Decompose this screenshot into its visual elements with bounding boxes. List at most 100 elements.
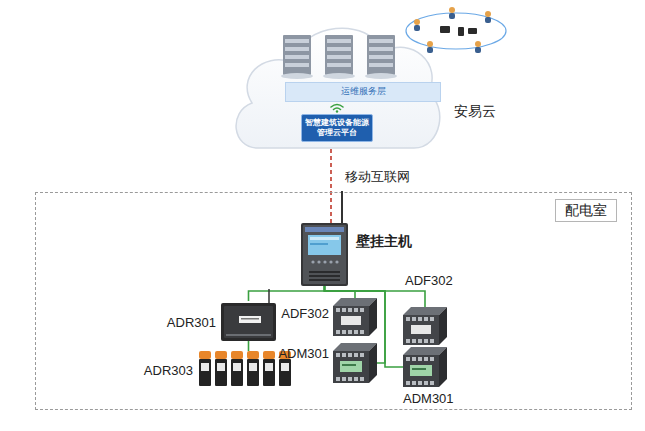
user-bodies — [414, 13, 491, 53]
rect-shape — [369, 47, 393, 51]
rect-shape — [354, 330, 358, 334]
device-label: ADM301 — [278, 346, 329, 361]
bus-wire — [325, 286, 404, 367]
rect-shape — [215, 359, 227, 386]
rect-shape — [201, 363, 209, 371]
rect-shape — [412, 368, 426, 370]
device-label: 壁挂主机 — [356, 233, 412, 250]
device-label: 安易云 — [454, 103, 496, 120]
rect-shape — [354, 353, 358, 357]
service-band: 运维服务层 — [285, 82, 441, 102]
wifi-symbol — [331, 105, 343, 110]
device-label: ADR303 — [144, 363, 193, 378]
g-shape — [263, 351, 275, 386]
rect-shape — [263, 351, 275, 359]
rect-shape — [403, 355, 439, 387]
rect-shape — [336, 353, 340, 357]
rect-shape — [354, 377, 358, 381]
user-group-illustration — [406, 7, 506, 53]
rect-shape — [285, 39, 309, 43]
rect-shape — [360, 377, 364, 381]
rect-shape — [468, 28, 477, 34]
rect-shape — [327, 55, 351, 59]
path-shape — [331, 105, 343, 108]
device-label: ADF302 — [281, 306, 329, 321]
polygon-shape — [439, 307, 447, 345]
rect-shape — [217, 363, 225, 371]
bus-wire — [248, 341, 250, 351]
rect-shape — [303, 225, 346, 284]
platform-box: 智慧建筑设备能源管理云平台 — [301, 114, 373, 142]
circle-shape — [335, 260, 338, 263]
rect-shape — [325, 35, 353, 75]
g-shape — [285, 39, 393, 67]
rect-shape — [430, 339, 434, 343]
rect-shape — [367, 35, 395, 75]
rect-shape — [427, 47, 433, 53]
g-shape — [199, 351, 211, 386]
rect-shape — [310, 243, 328, 245]
rect-shape — [411, 325, 431, 334]
adf302-illustration — [403, 307, 447, 345]
circle-shape — [336, 110, 338, 112]
rect-shape — [430, 317, 434, 321]
rect-shape — [308, 235, 341, 255]
rect-shape — [360, 308, 364, 312]
rect-shape — [360, 330, 364, 334]
polygon-shape — [369, 298, 377, 336]
cloud-platform: 安易云运维服务层智慧建筑设备能源管理云平台 — [228, 8, 444, 149]
rect-shape — [342, 308, 346, 312]
rect-shape — [414, 25, 420, 31]
g-shape — [231, 351, 243, 386]
rect-shape — [265, 363, 273, 371]
rect-shape — [369, 55, 393, 59]
line-shape — [341, 191, 343, 225]
rect-shape — [348, 308, 352, 312]
ellipse-shape — [323, 73, 355, 79]
polygon-shape — [439, 347, 447, 387]
host-device: 壁挂主机 — [301, 223, 348, 286]
region-label: 配电室 — [555, 199, 617, 222]
rect-shape — [360, 353, 364, 357]
rect-shape — [310, 237, 339, 240]
device-label: ADM301 — [403, 391, 454, 406]
rect-shape — [342, 330, 346, 334]
rect-shape — [309, 275, 340, 277]
g-shape — [336, 308, 364, 334]
server-racks — [281, 35, 397, 79]
rect-shape — [341, 316, 361, 325]
rect-shape — [424, 339, 428, 343]
rect-shape — [309, 279, 340, 281]
rect-shape — [285, 55, 309, 59]
circle-shape — [311, 260, 314, 263]
rect-shape — [412, 317, 416, 321]
rect-shape — [406, 357, 410, 361]
rect-shape — [430, 357, 434, 361]
adf302-illustration — [333, 298, 377, 336]
circle-shape — [475, 41, 481, 47]
rect-shape — [369, 63, 393, 67]
rect-shape — [231, 351, 243, 359]
rect-shape — [403, 315, 439, 345]
rect-shape — [283, 35, 311, 75]
rect-shape — [231, 359, 243, 386]
rect-shape — [241, 318, 259, 320]
host-illustration — [301, 223, 348, 286]
rect-shape — [348, 377, 352, 381]
rect-shape — [247, 359, 259, 386]
rect-shape — [221, 303, 276, 341]
ellipse-shape — [365, 73, 397, 79]
rect-shape — [199, 351, 211, 359]
rect-shape — [279, 359, 291, 386]
box-text: 智慧建筑设备能源管理云平台 — [305, 118, 369, 138]
path-shape — [334, 108, 341, 110]
rect-shape — [226, 334, 271, 336]
rect-shape — [224, 306, 273, 338]
user-ring — [406, 13, 506, 49]
rect-shape — [340, 361, 362, 372]
rect-shape — [418, 357, 422, 361]
rect-shape — [327, 63, 351, 67]
box-text: 运维服务层 — [286, 83, 440, 99]
